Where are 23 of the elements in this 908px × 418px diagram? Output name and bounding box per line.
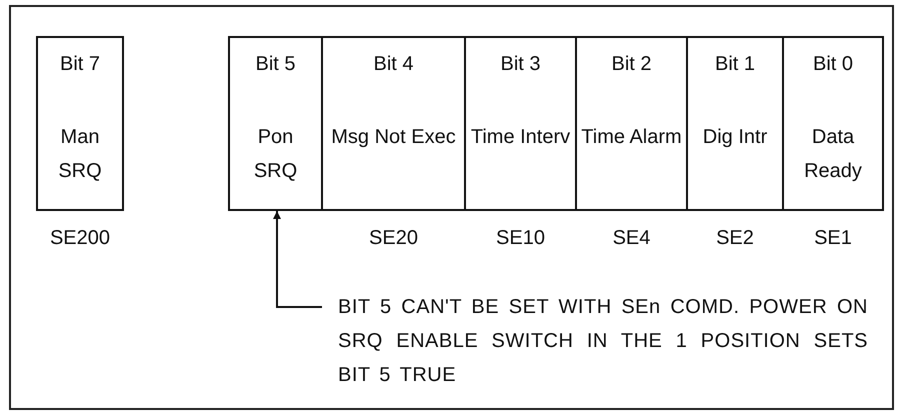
bit-number: Bit 5 <box>254 52 297 76</box>
bit-name: Data Ready <box>803 125 863 184</box>
bit-name: Dig Intr <box>702 125 768 150</box>
register-bit-box <box>228 36 323 211</box>
bit-number: Bit 2 <box>610 52 653 76</box>
leader-arrow <box>273 211 322 308</box>
enable-command: SE10 <box>495 226 546 250</box>
bit-number: Bit 3 <box>499 52 542 76</box>
enable-command: SE200 <box>48 226 112 250</box>
note-text: BIT 5 CAN'T BE SET WITH SEn COMD. POWER ON SRQ ENABLE SWITCH IN THE 1 POSITION SETS BIT 5 TRUE <box>338 290 868 392</box>
bit-number: Bit 1 <box>714 52 756 76</box>
enable-command: SE20 <box>368 226 419 250</box>
enable-command: SE2 <box>715 226 755 250</box>
enable-command: SE1 <box>813 226 853 250</box>
bit-name: Man SRQ <box>57 125 103 184</box>
enable-command: SE4 <box>612 226 652 250</box>
bit-number: Bit 7 <box>58 52 102 76</box>
bit-name: Time Interv <box>470 125 571 150</box>
bit-number: Bit 0 <box>812 52 854 76</box>
bit-name: Pon SRQ <box>252 125 298 184</box>
bit-name: Msg Not Exec <box>330 125 457 150</box>
bit-name: Time Alarm <box>581 125 682 150</box>
bit-number: Bit 4 <box>372 52 415 76</box>
